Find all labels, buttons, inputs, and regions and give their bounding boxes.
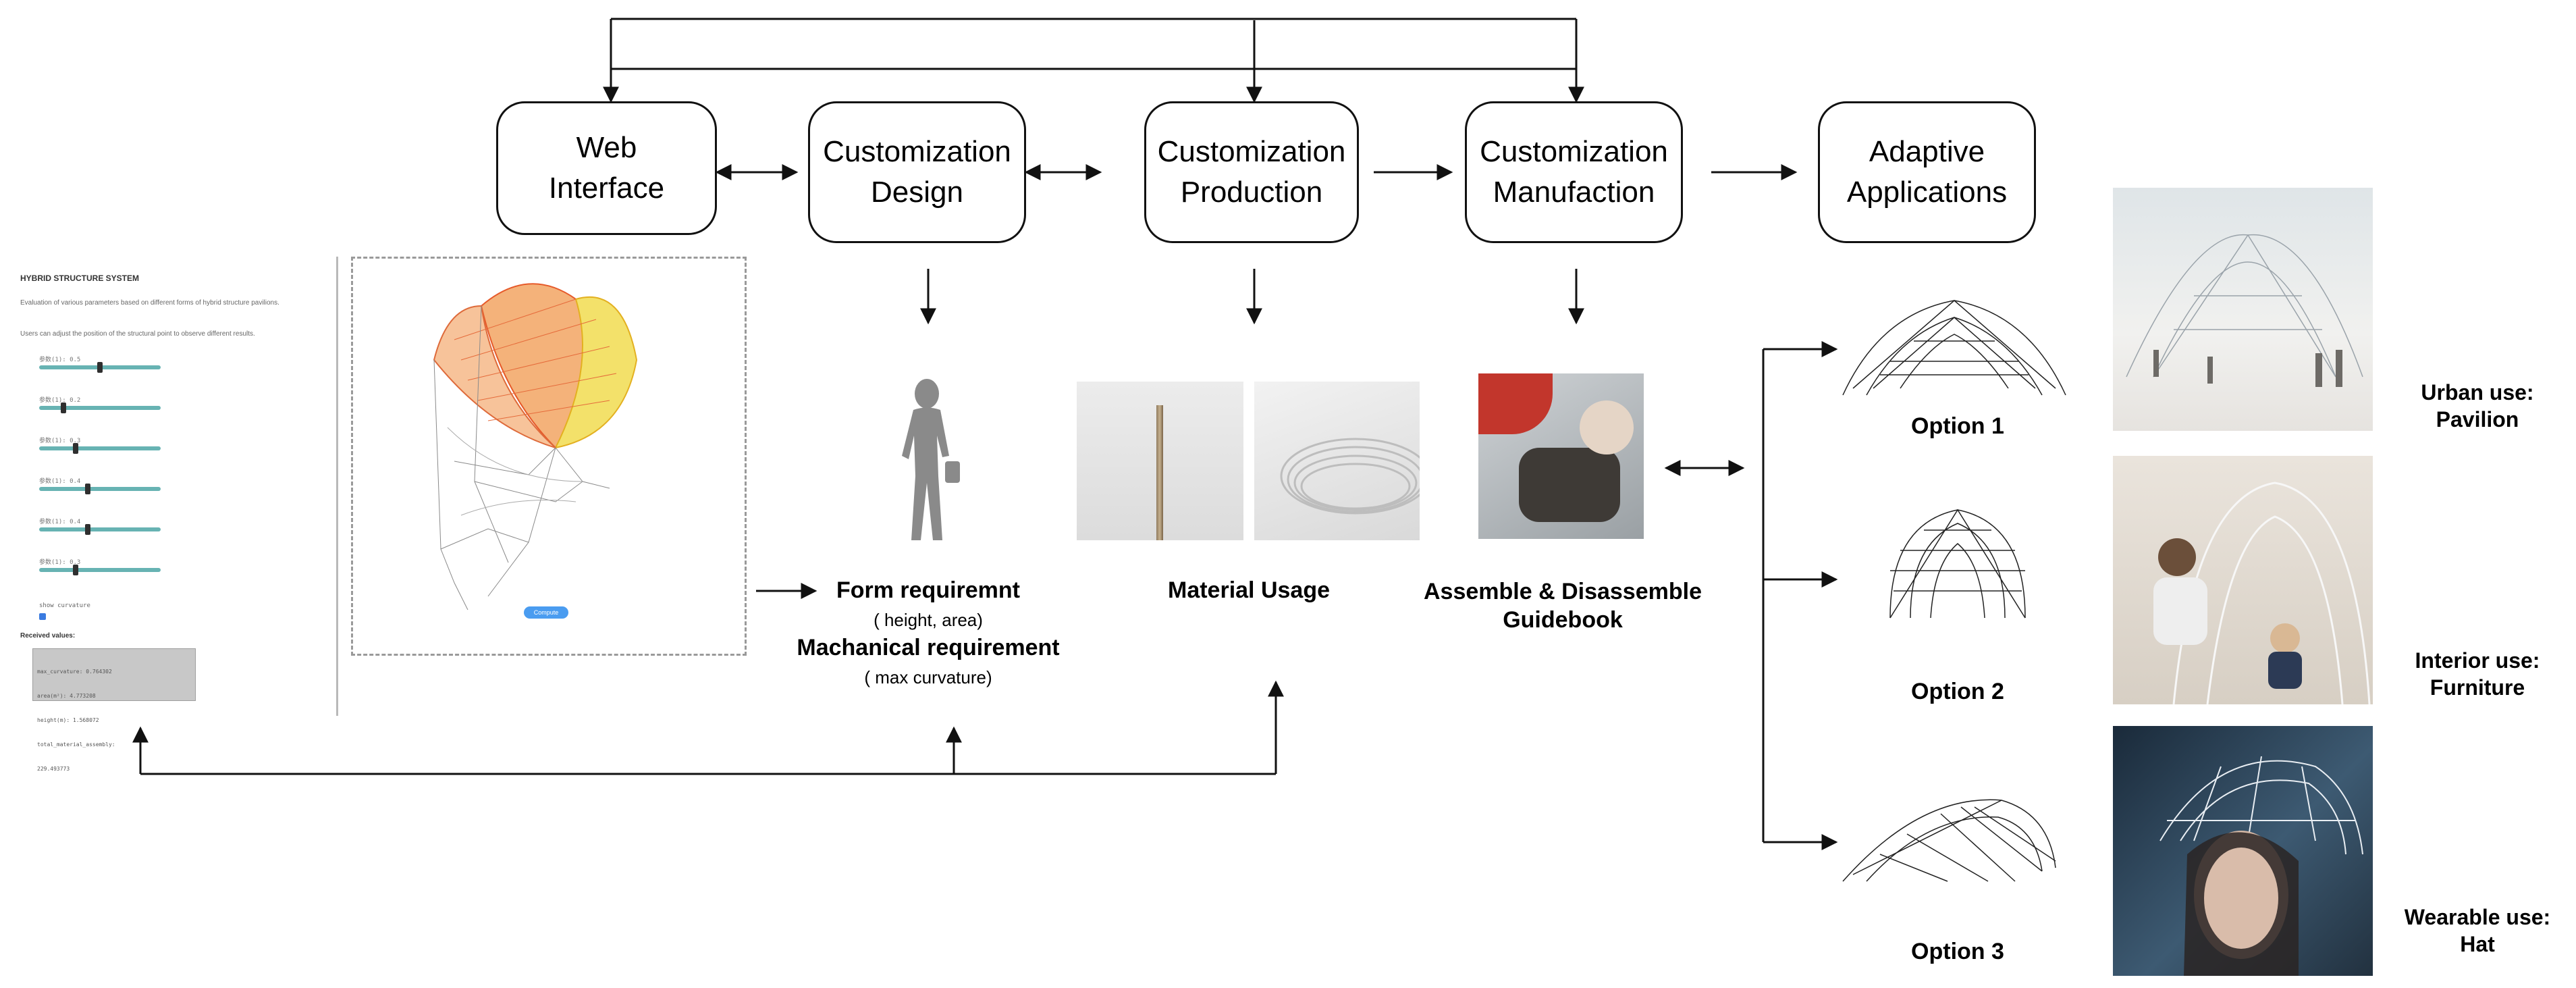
mechanical-requirement-sub: ( max curvature) (864, 667, 992, 687)
box-customization-design: Customization Design (808, 101, 1026, 243)
option-3-structure (1842, 799, 2056, 882)
param-slider-label: 参数(1): 0.4 (39, 478, 81, 485)
box-customization-design-label: Customization Design (823, 135, 1011, 209)
box-web-interface-label: Web Interface (548, 131, 665, 205)
slider-handle[interactable] (73, 443, 78, 454)
slider-handle[interactable] (85, 484, 90, 494)
param-slider-6[interactable]: 参数(1): 0.3 (39, 557, 161, 575)
box-customization-production: Customization Production (1144, 101, 1359, 243)
option-1-label: Option 1 (1911, 413, 2004, 439)
param-slider-label: 参数(1): 0.3 (39, 559, 81, 566)
slider-handle[interactable] (73, 565, 78, 575)
curvature-checkbox[interactable] (39, 613, 46, 620)
pavilion-image (2126, 234, 2363, 387)
box-adaptive-applications-label: Adaptive Applications (1846, 135, 2008, 209)
furniture-photo (2113, 456, 2373, 704)
slider-handle[interactable] (61, 402, 66, 413)
web-interface-panel: HYBRID STRUCTURE SYSTEM Evaluation of va… (12, 257, 338, 772)
interior-use-category: Interior use: (2415, 648, 2540, 673)
param-slider-label: 参数(1): 0.4 (39, 519, 81, 525)
form-requirement-sub: ( height, area) (874, 610, 983, 630)
mechanical-requirement-title: Machanical requirement (797, 635, 1060, 660)
urban-use-item: Pavilion (2436, 407, 2519, 432)
param-slider-1[interactable]: 参数(1): 0.5 (39, 355, 161, 373)
material-usage-label: Material Usage (1168, 577, 1330, 603)
app-title: HYBRID STRUCTURE SYSTEM (20, 274, 140, 283)
guidebook-label: Assemble & Disassemble Guidebook (1424, 579, 1702, 633)
material-coil-photo (1254, 382, 1420, 540)
hat-photo (2113, 726, 2373, 976)
app-intro: Evaluation of various parameters based o… (20, 299, 279, 307)
param-slider-3[interactable]: 参数(1): 0.3 (39, 436, 161, 454)
param-slider-label: 参数(1): 0.2 (39, 397, 81, 404)
slider-handle[interactable] (85, 524, 90, 535)
app-instruction: Users can adjust the position of the str… (20, 330, 255, 338)
material-rod-image (1156, 405, 1163, 540)
received-values-box: max_curvature: 0.764302 area(m²): 4.7732… (32, 648, 196, 772)
assembly-photo (1478, 373, 1644, 539)
interior-use-item: Furniture (2430, 675, 2525, 700)
box-adaptive-applications: Adaptive Applications (1818, 101, 2036, 243)
param-slider-2[interactable]: 参数(1): 0.2 (39, 395, 161, 413)
box-web-interface: Web Interface (496, 101, 717, 235)
option-2-structure (1889, 509, 2026, 619)
web-interface-canvas: Compute (351, 257, 747, 656)
param-slider-5[interactable]: 参数(1): 0.4 (39, 517, 161, 535)
furniture-image (2153, 482, 2371, 704)
box-customization-production-label: Customization Production (1157, 135, 1346, 209)
material-rod-photo (1077, 382, 1243, 540)
person-silhouette-icon (902, 379, 960, 540)
material-coil-image (1280, 438, 1420, 515)
option-1-structure (1842, 300, 2066, 396)
urban-use-category: Urban use: (2421, 380, 2534, 405)
option-3-label: Option 3 (1911, 939, 2004, 964)
option-2-label: Option 2 (1911, 679, 2004, 704)
wearable-use-category: Wearable use: (2404, 905, 2551, 929)
param-slider-label: 参数(1): 0.3 (39, 438, 81, 444)
pavilion-photo (2113, 188, 2373, 431)
box-customization-manufaction: Customization Manufaction (1465, 101, 1683, 243)
box-customization-manufaction-label: Customization Manufaction (1480, 135, 1668, 209)
assembly-hands-image (1478, 373, 1553, 434)
wearable-use-item: Hat (2460, 932, 2495, 956)
param-slider-label: 参数(1): 0.5 (39, 357, 81, 363)
form-requirement-title: Form requiremnt (836, 577, 1021, 603)
structure-preview (433, 283, 638, 610)
compute-button[interactable]: Compute (524, 606, 568, 619)
slider-handle[interactable] (97, 362, 103, 373)
param-slider-4[interactable]: 参数(1): 0.4 (39, 476, 161, 494)
curvature-checkbox-label: show curvature (39, 602, 90, 609)
received-values-title: Received values: (20, 632, 76, 640)
hat-image (2159, 756, 2363, 976)
